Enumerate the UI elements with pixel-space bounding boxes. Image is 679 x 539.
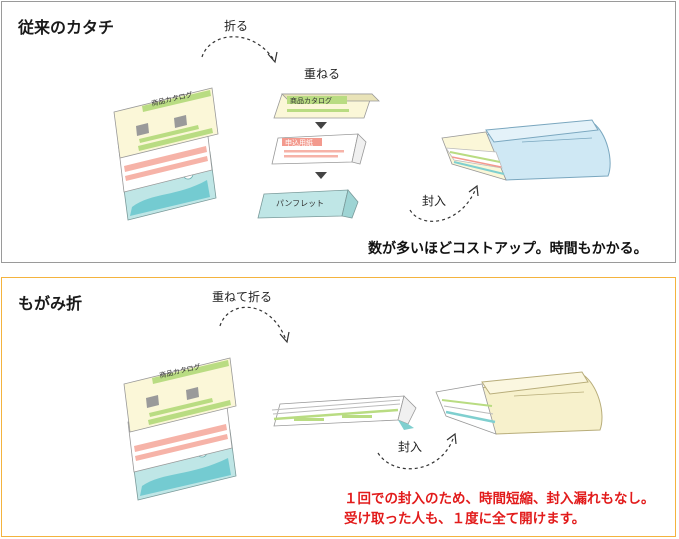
- new-method-illustration: 商品カタログ 封入: [123, 306, 603, 501]
- sheet-stack: 商品カタログ: [113, 87, 219, 221]
- new-method-summary-line1: １回での封入のため、時間短縮、封入漏れもなし。: [344, 491, 655, 507]
- sheet-stack: 商品カタログ: [123, 357, 237, 501]
- fold-label: 重ねて折る: [212, 290, 273, 304]
- old-method-illustration: 商品カタログ 重ねる 商品カタログ 申込用紙 パ: [113, 36, 611, 222]
- old-method-heading: 従来のカタチ: [18, 18, 115, 37]
- folded-pamphlet: パンフレット: [257, 189, 359, 219]
- cream-envelope: [435, 371, 603, 435]
- fold-arrow-head: [267, 51, 278, 64]
- folded-form: 申込用紙: [271, 133, 367, 165]
- fold-label: 折る: [224, 19, 249, 33]
- enclose-arrow: [377, 435, 455, 470]
- form-title-text: 申込用紙: [285, 138, 313, 147]
- enclose-arrow-head: [446, 432, 457, 445]
- folded-bundle: [271, 395, 417, 430]
- new-method-panel: もがみ折 商品カタログ: [1, 277, 676, 537]
- fold-arrow-head: [279, 331, 290, 344]
- stack-label: 重ねる: [304, 67, 340, 81]
- folded-catalog-title: 商品カタログ: [290, 96, 332, 105]
- new-method-summary-line2: 受け取った人も、１度に全て開けます。: [344, 511, 586, 527]
- enclose-label: 封入: [398, 440, 422, 454]
- down-arrow-2: [315, 172, 327, 179]
- old-method-summary: 数が多いほどコストアップ。時間もかかる。: [368, 241, 648, 257]
- blue-envelope: [441, 119, 611, 181]
- down-arrow-1: [315, 122, 327, 129]
- enclose-label: 封入: [422, 194, 446, 208]
- pamphlet-title-text: パンフレット: [276, 199, 324, 208]
- fold-arrow: [201, 36, 275, 61]
- enclose-arrow: [409, 187, 477, 222]
- fold-arrow: [219, 306, 287, 341]
- new-method-heading: もがみ折: [18, 294, 83, 313]
- old-method-panel: 従来のカタチ 商品カタログ 重ねる 商品カタログ: [1, 1, 676, 263]
- enclose-arrow-head: [468, 184, 479, 197]
- folded-catalog: 商品カタログ: [273, 93, 380, 119]
